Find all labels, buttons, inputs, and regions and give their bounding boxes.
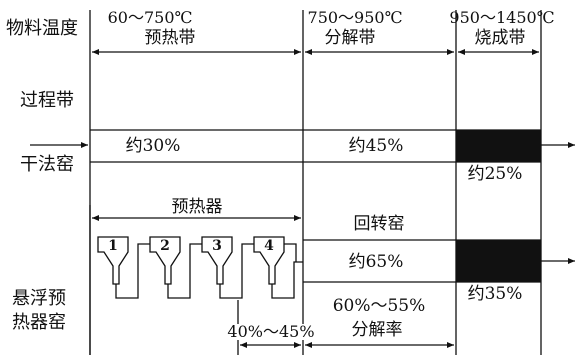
decomp-zone-temp: 750～950℃ <box>307 8 403 27</box>
decomp-zone-name: 分解带 <box>324 28 376 48</box>
suspension-kiln-label-2: 热器窑 <box>12 312 66 333</box>
cyclone-2-number: 2 <box>160 238 170 254</box>
burning-zone-name: 烧成带 <box>474 28 526 48</box>
dry-kiln-preheat-value: 约30% <box>125 136 181 156</box>
burning-zone-temp: 950～1450℃ <box>449 8 555 27</box>
suspension-kiln-label-1: 悬浮预 <box>12 288 66 309</box>
dry-kiln-burning-value: 约25% <box>467 164 523 184</box>
cyclone-4-number: 4 <box>264 238 274 254</box>
dry-kiln-burning-block <box>456 130 541 162</box>
rotary-kiln-label: 回转窑 <box>353 214 405 234</box>
dry-kiln-label: 干法窑 <box>20 154 74 175</box>
decomp-rate-label: 分解率 <box>351 320 403 340</box>
suspension-burning-value: 约35% <box>467 284 523 304</box>
cyclone-string <box>97 236 303 299</box>
cyclone-3-number: 3 <box>212 238 222 254</box>
precalc-value: 40%～45% <box>227 322 315 341</box>
cyclone-1-number: 1 <box>108 238 118 254</box>
process-zone-label: 过程带 <box>20 90 74 111</box>
preheat-zone-temp: 60～750℃ <box>107 8 193 27</box>
temperature-label: 物料温度 <box>6 18 78 39</box>
preheater-label: 预热器 <box>171 197 223 217</box>
decomp-rate-value: 60%～55% <box>332 296 426 316</box>
preheat-zone-name: 预热带 <box>144 28 196 48</box>
suspension-burning-block <box>456 240 541 282</box>
dry-kiln-decomp-value: 约45% <box>348 136 404 156</box>
rotary-kiln-value: 约65% <box>348 252 404 272</box>
